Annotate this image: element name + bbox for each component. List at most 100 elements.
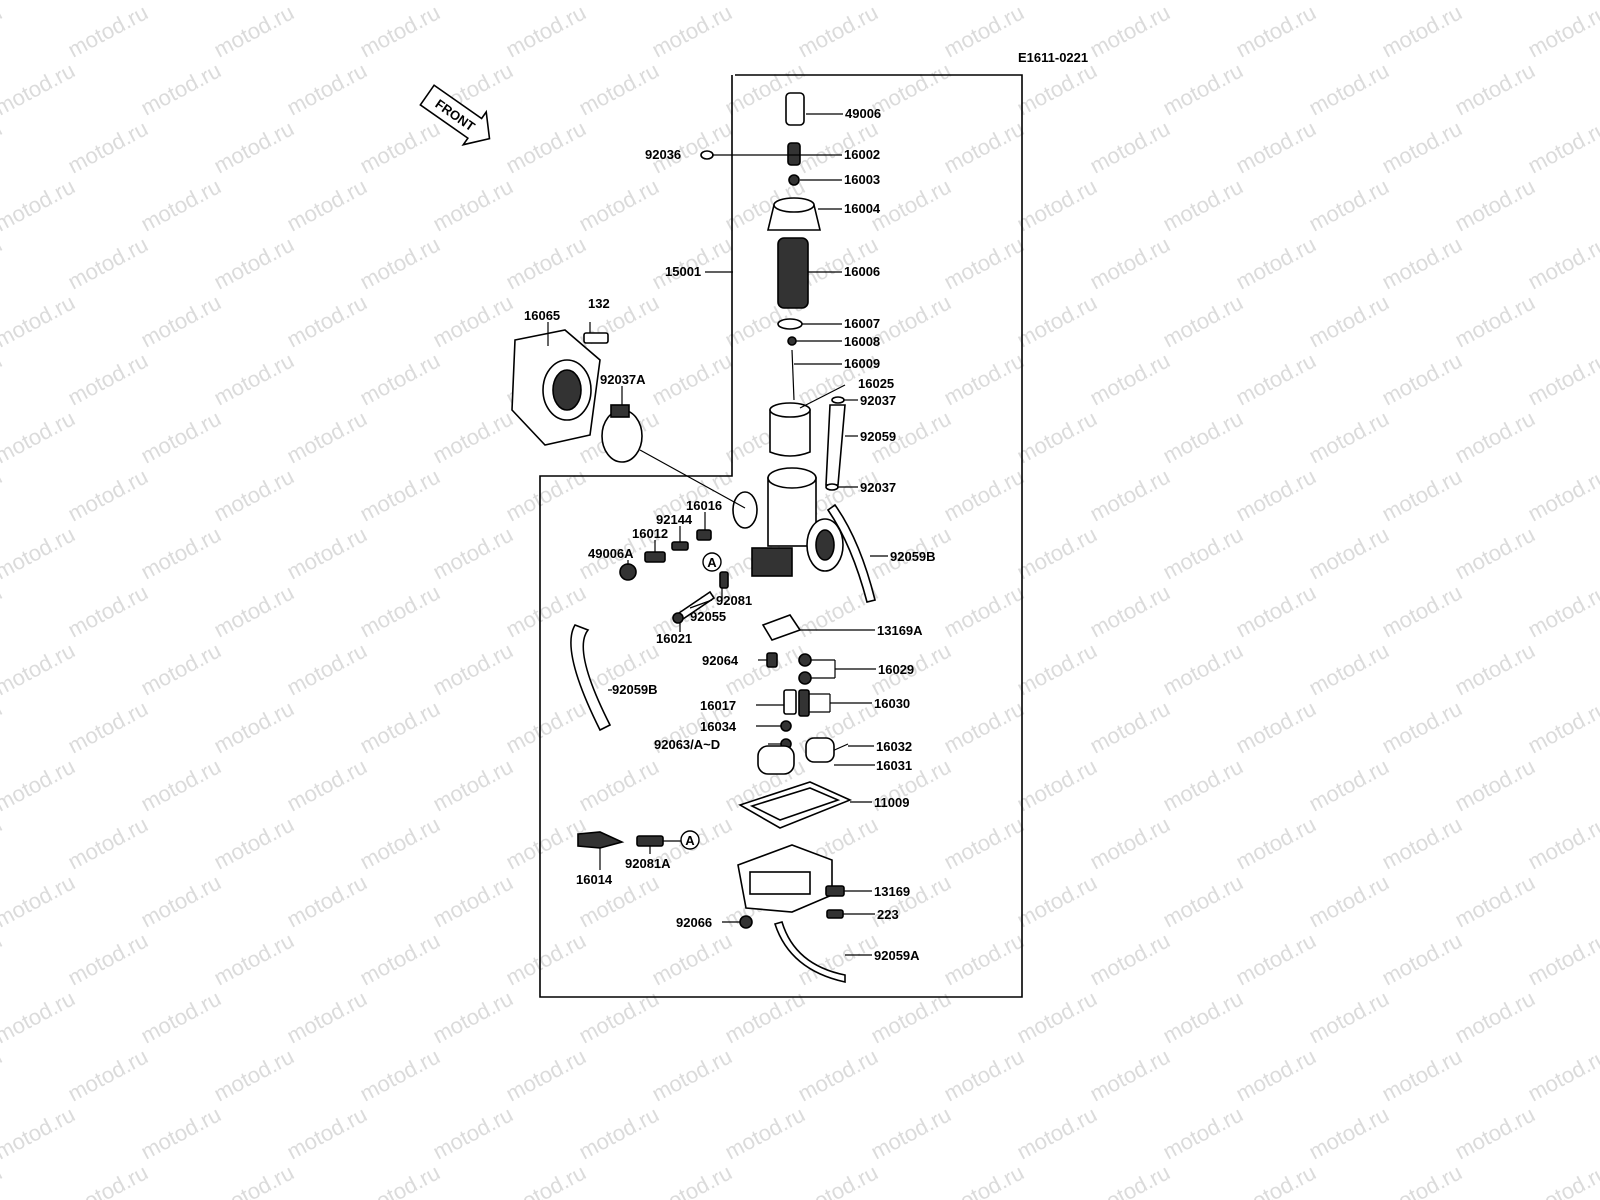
watermark-text: motod.ru: [283, 0, 371, 4]
watermark-text: motod.ru: [210, 1160, 298, 1200]
label-13169: 13169: [874, 884, 910, 899]
watermark-text: motod.ru: [1524, 348, 1600, 411]
part-16008-clip-small: [787, 336, 797, 346]
watermark-text: motod.ru: [1451, 174, 1539, 237]
part-16014-pilot-screw: [577, 831, 625, 849]
watermark-text: motod.ru: [502, 1044, 590, 1107]
watermark-text: motod.ru: [1305, 986, 1393, 1049]
watermark-text: motod.ru: [1159, 870, 1247, 933]
watermark-text: motod.ru: [1451, 754, 1539, 817]
part-16031-float: [757, 737, 835, 775]
watermark-text: motod.ru: [283, 638, 371, 701]
watermark-text: motod.ru: [283, 870, 371, 933]
watermark-text: motod.ru: [137, 174, 225, 237]
watermark-text: motod.ru: [1305, 638, 1393, 701]
watermark-text: motod.ru: [0, 870, 79, 933]
watermark-text: motod.ru: [429, 522, 517, 585]
label-16032: 16032: [876, 739, 912, 754]
watermark-text: motod.ru: [1013, 290, 1101, 353]
watermark-text: motod.ru: [1597, 290, 1600, 353]
part-16006-spring: [777, 237, 809, 309]
label-11009: 11009: [874, 795, 909, 810]
watermark-text: motod.ru: [356, 1160, 444, 1200]
watermark-text: motod.ru: [1086, 812, 1174, 875]
watermark-text: motod.ru: [1232, 696, 1320, 759]
watermark-text: motod.ru: [1086, 1044, 1174, 1107]
label-16031: 16031: [876, 758, 912, 773]
watermark-text: motod.ru: [356, 464, 444, 527]
label-132: 132: [588, 296, 610, 311]
watermark-text: motod.ru: [940, 348, 1028, 411]
watermark-text: motod.ru: [64, 0, 152, 62]
watermark-text: motod.ru: [1524, 928, 1600, 991]
watermark-text: motod.ru: [0, 348, 6, 411]
watermark-text: motod.ru: [1451, 58, 1539, 121]
watermark-text: motod.ru: [1086, 464, 1174, 527]
watermark-text: motod.ru: [0, 0, 79, 4]
watermark-text: motod.ru: [1305, 870, 1393, 933]
watermark-text: motod.ru: [1013, 58, 1101, 121]
watermark-text: motod.ru: [0, 986, 79, 1049]
part-float-bowl: [737, 844, 833, 913]
watermark-text: motod.ru: [283, 406, 371, 469]
watermark-text: motod.ru: [429, 870, 517, 933]
watermark-text: motod.ru: [137, 986, 225, 1049]
part-13169-gasket: [825, 885, 845, 897]
watermark-text: motod.ru: [137, 754, 225, 817]
part-16065-intake-manifold: [511, 329, 601, 446]
watermark-text: motod.ru: [1013, 870, 1101, 933]
watermark-text: motod.ru: [210, 464, 298, 527]
label-16065: 16065: [524, 308, 560, 323]
watermark-text: motod.ru: [1013, 986, 1101, 1049]
watermark-text: motod.ru: [502, 928, 590, 991]
watermark-text: motod.ru: [0, 1102, 79, 1165]
watermark-text: motod.ru: [1597, 870, 1600, 933]
watermark-text: motod.ru: [1524, 464, 1600, 527]
ref-marker-a-lower: A: [680, 830, 700, 850]
part-92059B-overflow-tube-right: [826, 503, 876, 603]
watermark-text: motod.ru: [137, 522, 225, 585]
watermark-text: motod.ru: [0, 928, 6, 991]
label-16014: 16014: [576, 872, 613, 887]
watermark-text: motod.ru: [502, 232, 590, 295]
watermark-text: motod.ru: [1378, 812, 1466, 875]
watermark-text: motod.ru: [0, 522, 79, 585]
watermark-text: motod.ru: [502, 696, 590, 759]
watermark-text: motod.ru: [429, 1102, 517, 1165]
part-16004-top-cap: [766, 197, 822, 231]
watermark-text: motod.ru: [794, 0, 882, 62]
part-92037A-clamp: [601, 404, 643, 463]
label-16025: 16025: [858, 376, 894, 391]
watermark-text: motod.ru: [1597, 406, 1600, 469]
watermark-text: motod.ru: [867, 0, 955, 4]
part-132-bolt: [583, 332, 609, 344]
label-92081: 92081: [716, 593, 752, 608]
watermark-text: motod.ru: [1451, 870, 1539, 933]
watermark-text: motod.ru: [940, 580, 1028, 643]
watermark-text: motod.ru: [648, 928, 736, 991]
part-labels: 49006 92036 16002 16003 16004 15001 1600…: [524, 106, 936, 963]
watermark-text: motod.ru: [0, 580, 6, 643]
label-16021: 16021: [656, 631, 692, 646]
watermark-text: motod.ru: [210, 232, 298, 295]
watermark-text: motod.ru: [137, 870, 225, 933]
watermark-text: motod.ru: [137, 406, 225, 469]
watermark-text: motod.ru: [356, 928, 444, 991]
watermark-text: motod.ru: [1013, 638, 1101, 701]
watermark-text: motod.ru: [356, 232, 444, 295]
watermark-text: motod.ru: [0, 406, 79, 469]
watermark-text: motod.ru: [0, 174, 79, 237]
watermark-text: motod.ru: [1086, 348, 1174, 411]
watermark-text: motod.ru: [0, 232, 6, 295]
watermark-text: motod.ru: [1232, 812, 1320, 875]
watermark-text: motod.ru: [1159, 406, 1247, 469]
label-92059A: 92059A: [874, 948, 920, 963]
watermark-text: motod.ru: [429, 638, 517, 701]
watermark-text: motod.ru: [1524, 1044, 1600, 1107]
watermark-text: motod.ru: [137, 1102, 225, 1165]
part-16025-throttle-valve: [769, 402, 811, 457]
watermark-text: motod.ru: [283, 754, 371, 817]
label-16012: 16012: [632, 526, 668, 541]
watermark-text: motod.ru: [575, 58, 663, 121]
watermark-text: motod.ru: [940, 1160, 1028, 1200]
